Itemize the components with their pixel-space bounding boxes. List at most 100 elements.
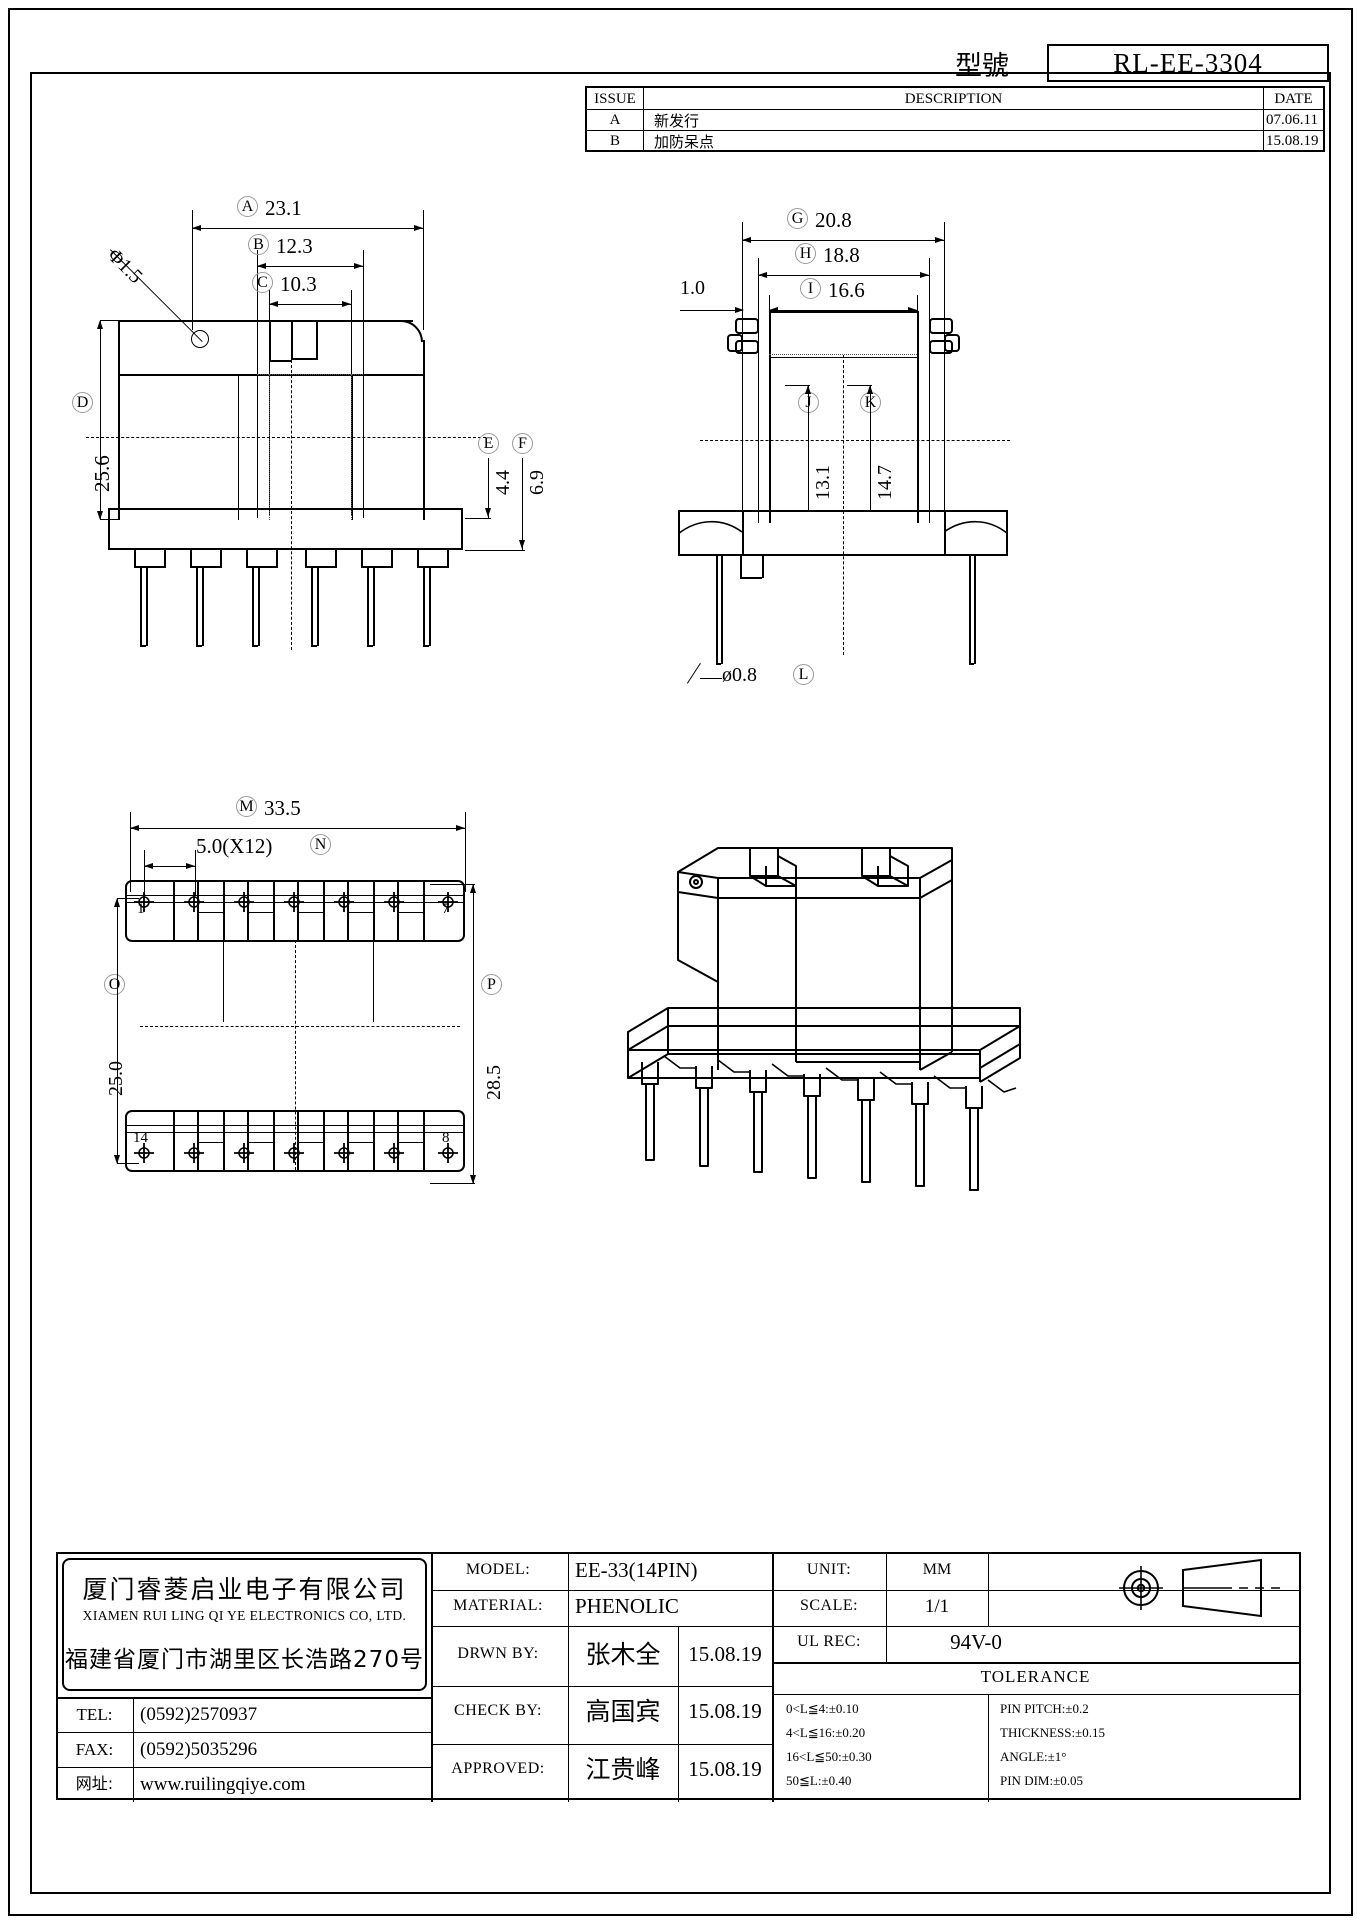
pin-label-1: 1 — [137, 901, 145, 917]
date-col-header: DATE — [1274, 90, 1313, 107]
tolerance-left-2: 4<L≦16:±0.20 — [786, 1725, 866, 1740]
ul-rec-label: UL REC: — [797, 1633, 861, 1650]
dim-tag-F: F — [512, 433, 533, 454]
hole-circle — [191, 330, 209, 348]
issue-col-header: ISSUE — [594, 90, 636, 107]
tel-label: TEL: — [76, 1704, 113, 1724]
dim-value-A: 23.1 — [265, 196, 302, 220]
model-label: MODEL: — [465, 1561, 531, 1578]
company-address: 福建省厦门市湖里区长浩路270号 — [65, 1647, 424, 1673]
unit-value: MM — [922, 1561, 952, 1578]
scale-label: SCALE: — [799, 1597, 859, 1614]
tolerance-left-4: 50≦L:±0.40 — [786, 1773, 852, 1788]
company-name-cn: 厦门睿菱启业电子有限公司 — [82, 1575, 407, 1604]
dim-tag-L: L — [793, 664, 814, 685]
issue-id: B — [609, 132, 620, 149]
dim-value-P: 28.5 — [483, 1065, 505, 1100]
drawn-by-value: 张木全 — [585, 1639, 661, 1669]
dim-tag-G: G — [787, 208, 808, 229]
tolerance-right-1: PIN PITCH:±0.2 — [1000, 1701, 1089, 1716]
isometric-view — [600, 830, 1080, 1200]
scale-value: 1/1 — [924, 1595, 950, 1617]
dim-tag-O: O — [104, 974, 125, 995]
issue-table: ISSUE DESCRIPTION DATE A 新发行 07.06.11 B … — [585, 86, 1325, 152]
dim-note-1p0: 1.0 — [680, 277, 705, 299]
dim-tag-B: B — [248, 234, 269, 255]
projection-symbol-icon — [1105, 1558, 1295, 1618]
dim-tag-D: D — [72, 392, 93, 413]
model-number-value: RL-EE-3304 — [1047, 44, 1329, 82]
dim-value-J: 13.1 — [812, 465, 834, 500]
material-value: PHENOLIC — [575, 1593, 679, 1618]
issue-id: A — [609, 111, 621, 128]
pin-marker — [283, 1142, 305, 1169]
tolerance-right-3: ANGLE:±1° — [1000, 1749, 1067, 1764]
check-by-label: CHECK BY: — [454, 1702, 542, 1719]
issue-date: 15.08.19 — [1266, 132, 1319, 149]
approved-by-value: 江贵峰 — [585, 1754, 661, 1784]
check-by-value: 高国宾 — [585, 1696, 661, 1726]
fax-value: (0592)5035296 — [140, 1738, 258, 1760]
company-info-box: 厦门睿菱启业电子有限公司 XIAMEN RUI LING QI YE ELECT… — [62, 1558, 427, 1691]
title-block — [56, 1552, 1301, 1802]
dim-value-F: 6.9 — [526, 470, 548, 495]
issue-row: B 加防呆点 15.08.19 — [587, 130, 1323, 152]
sheet-outer-border — [8, 8, 1353, 1916]
model-number-label: 型號 — [955, 51, 1009, 82]
check-by-date: 15.08.19 — [688, 1698, 762, 1723]
pin-label-8: 8 — [442, 1130, 450, 1146]
drawn-by-label: DRWN BY: — [457, 1645, 539, 1662]
description-col-header: DESCRIPTION — [904, 90, 1003, 107]
material-label: MATERIAL: — [453, 1597, 543, 1614]
pin-marker — [437, 1142, 459, 1169]
dim-tag-C: C — [252, 272, 273, 293]
dim-value-O: 25.0 — [105, 1061, 127, 1096]
pin-marker — [383, 891, 405, 918]
dim-value-N: 5.0(X12) — [196, 834, 273, 858]
model-value: EE-33(14PIN) — [575, 1557, 698, 1582]
pin-marker — [437, 891, 459, 918]
tolerance-left-3: 16<L≦50:±0.30 — [786, 1749, 872, 1764]
company-name-en: XIAMEN RUI LING QI YE ELECTRONICS CO, LT… — [82, 1608, 407, 1623]
dim-tag-M: M — [236, 796, 257, 817]
tolerance-right-2: THICKNESS:±0.15 — [1000, 1725, 1106, 1740]
pin-marker — [333, 891, 355, 918]
dim-value-M: 33.5 — [264, 796, 301, 820]
dim-value-K: 14.7 — [874, 465, 896, 500]
pin-marker — [283, 891, 305, 918]
pin-marker — [183, 1142, 205, 1169]
approved-by-date: 15.08.19 — [688, 1756, 762, 1781]
tel-value: (0592)2570937 — [140, 1703, 258, 1725]
dim-value-G: 20.8 — [815, 208, 852, 232]
dim-value-D: 25.6 — [90, 455, 114, 492]
dim-value-H: 18.8 — [823, 243, 860, 267]
unit-label: UNIT: — [806, 1561, 852, 1578]
dim-tag-H: H — [795, 243, 816, 264]
dim-tag-I: I — [800, 278, 821, 299]
issue-description: 加防呆点 — [654, 132, 715, 151]
approved-by-label: APPROVED: — [451, 1760, 545, 1777]
pin-marker — [133, 1142, 155, 1169]
pin-marker — [333, 1142, 355, 1169]
issue-row: A 新发行 07.06.11 — [587, 109, 1323, 131]
pin-label-14: 14 — [133, 1130, 148, 1146]
dim-tag-P: P — [481, 974, 502, 995]
drawn-by-date: 15.08.19 — [688, 1641, 762, 1666]
tolerance-title: TOLERANCE — [980, 1666, 1091, 1686]
website-label: 网址: — [75, 1774, 114, 1793]
dim-value-B: 12.3 — [276, 234, 313, 258]
dim-value-I: 16.6 — [828, 278, 865, 302]
pin-marker — [183, 891, 205, 918]
pin-marker — [133, 891, 155, 918]
issue-description: 新发行 — [654, 111, 700, 130]
pin-marker — [383, 1142, 405, 1169]
dim-value-C: 10.3 — [280, 272, 317, 296]
tolerance-left-1: 0<L≦4:±0.10 — [786, 1701, 859, 1716]
sheet-inner-border — [30, 72, 1331, 1894]
issue-date: 07.06.11 — [1266, 111, 1318, 128]
fax-label: FAX: — [75, 1739, 114, 1759]
pin-label-7: 7 — [442, 901, 450, 917]
pin-marker — [233, 891, 255, 918]
website-value: www.ruilingqiye.com — [140, 1773, 306, 1795]
